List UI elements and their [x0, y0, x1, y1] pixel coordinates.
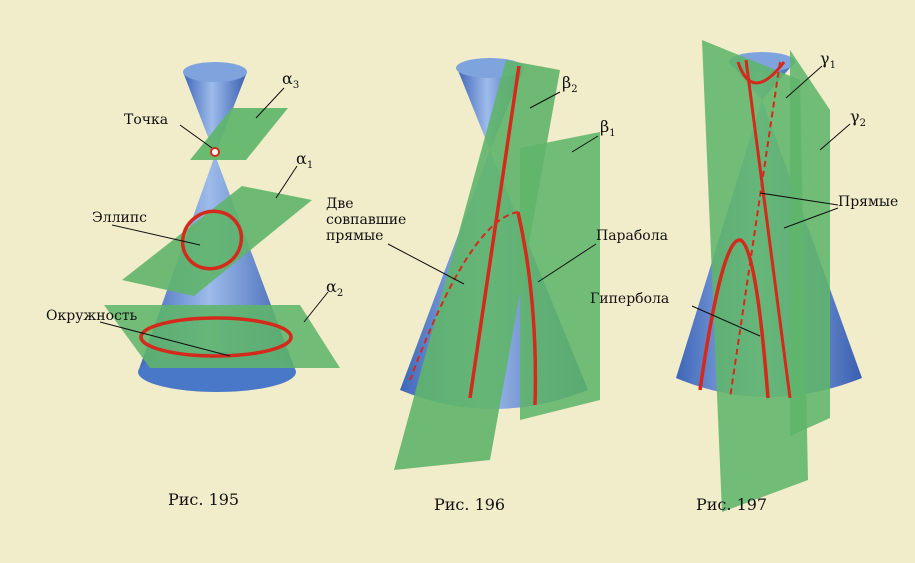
- label-alpha3: α3: [282, 69, 299, 91]
- label-ellipse: Эллипс: [92, 210, 147, 226]
- figure-197: Прямые Гипербола γ1 γ2 Рис. 197: [590, 40, 898, 514]
- cone-upper-nappe: [183, 72, 247, 155]
- label-two-lines-1: Две: [326, 196, 354, 212]
- figure-196: Две совпавшие прямые Парабола β2 β1 Рис.…: [326, 58, 668, 514]
- label-alpha2: α2: [326, 277, 343, 299]
- circle-curve: [139, 316, 293, 358]
- plane-beta1: [520, 132, 600, 420]
- parabola-hidden: [409, 211, 519, 381]
- leader-alpha3: [255, 87, 285, 119]
- label-parabola: Парабола: [596, 228, 668, 244]
- figure-195: Точка Эллипс Окружность α3 α1 α2 Рис. 19…: [46, 62, 343, 509]
- ellipse-curve: [180, 209, 244, 271]
- leader-alpha1: [275, 165, 298, 199]
- label-two-lines-2: совпавшие: [326, 212, 406, 228]
- leader-two-lines: [387, 243, 465, 285]
- leader-beta2: [529, 91, 561, 109]
- hyperbola-lower: [698, 238, 770, 399]
- label-gamma1: γ1: [820, 49, 836, 71]
- leader-ellipse: [111, 224, 201, 246]
- hyperbola-upper: [736, 61, 786, 85]
- parabola-curve: [516, 211, 538, 406]
- caption-196: Рис. 196: [434, 495, 505, 514]
- plane-alpha2: [104, 305, 340, 368]
- caption-197: Рис. 197: [696, 495, 767, 514]
- leader-circle: [99, 321, 231, 357]
- leader-alpha2: [303, 291, 329, 323]
- cone-top: [183, 62, 247, 82]
- label-lines: Прямые: [838, 194, 898, 210]
- label-alpha1: α1: [296, 149, 313, 171]
- leader-gamma2: [819, 123, 851, 151]
- coincident-lines: [468, 65, 521, 399]
- leader-lines-a: [759, 192, 839, 206]
- plane-alpha1: [122, 186, 312, 296]
- label-gamma2: γ2: [850, 107, 866, 129]
- label-beta2: β2: [562, 73, 578, 95]
- line-1: [744, 59, 792, 399]
- line-2: [729, 61, 781, 399]
- leader-gamma1: [785, 65, 823, 99]
- point-marker: [210, 147, 220, 157]
- label-point: Точка: [124, 112, 168, 128]
- leader-hyperbola: [691, 305, 761, 337]
- label-hyperbola: Гипербола: [590, 291, 669, 307]
- plane-alpha3: [190, 108, 288, 160]
- label-circle: Окружность: [46, 308, 138, 324]
- caption-195: Рис. 195: [168, 490, 239, 509]
- leader-parabola: [537, 243, 597, 283]
- leader-lines-b: [783, 207, 839, 229]
- plane-beta2: [394, 60, 560, 470]
- label-two-lines-3: прямые: [326, 228, 383, 244]
- leader-point: [179, 124, 213, 149]
- leader-beta1: [571, 135, 599, 153]
- label-beta1: β1: [600, 117, 616, 139]
